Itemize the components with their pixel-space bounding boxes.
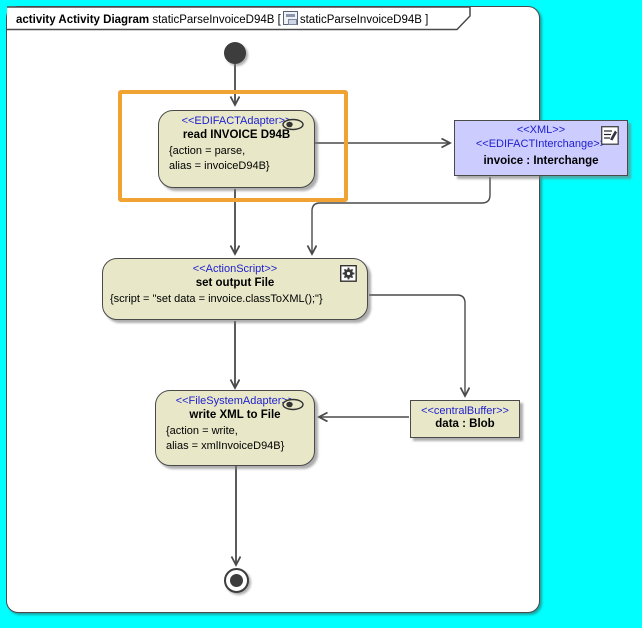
flow-invoice-to-script[interactable]	[312, 177, 491, 254]
frame-title-ref: staticParseInvoiceD94B	[299, 14, 422, 26]
adapter-oval-icon	[282, 398, 304, 411]
action-property: {script = "set data = invoice.classToXML…	[110, 293, 323, 305]
action-name: write XML to File	[189, 409, 281, 421]
frame-title-keyword: activity Activity Diagram	[16, 14, 150, 26]
frame-title-name: staticParseInvoiceD94B	[152, 14, 275, 26]
activity-final-node[interactable]	[224, 568, 249, 593]
object-name: invoice : Interchange	[483, 154, 599, 167]
activity-diagram-icon	[282, 11, 298, 25]
object-node-invoice[interactable]: <<XML>> <<EDIFACTInterchange>> invoice :…	[454, 120, 628, 176]
frame-title-bracket-open: [	[277, 14, 281, 26]
action-property: {action = write,	[166, 425, 238, 437]
adapter-oval-icon	[282, 118, 304, 131]
action-property: alias = invoiceD94B}	[169, 159, 270, 172]
stereotype-label: <<FileSystemAdapter>>	[175, 395, 295, 407]
stereotype-label: <<EDIFACTInterchange>>	[475, 137, 607, 150]
action-read-invoice[interactable]: <<EDIFACTAdapter>> read INVOICE D94B {ac…	[158, 110, 315, 188]
stereotype-label: <<centralBuffer>>	[421, 405, 509, 417]
buffer-name: data : Blob	[435, 418, 495, 430]
action-name: set output File	[195, 277, 275, 289]
gear-icon	[340, 265, 357, 282]
action-property: alias = xmlInvoiceD94B}	[166, 439, 285, 452]
selection-highlight-box	[118, 90, 348, 202]
action-write-xml-to-file[interactable]: <<FileSystemAdapter>> write XML to File …	[155, 390, 315, 466]
central-buffer-data-blob[interactable]: <<centralBuffer>> data : Blob	[410, 400, 520, 438]
action-property: {action = parse,	[169, 145, 246, 157]
action-set-output-file[interactable]: <<ActionScript>> set output File {script…	[102, 258, 368, 320]
initial-node[interactable]	[224, 42, 246, 64]
stereotype-label: <<EDIFACTAdapter>>	[181, 115, 292, 127]
frame-title-bracket-close: ]	[425, 14, 429, 26]
stereotype-label: <<ActionScript>>	[192, 263, 278, 275]
frame-title: activity Activity Diagram staticParseInv…	[16, 11, 466, 26]
flow-script-to-buffer[interactable]	[369, 294, 465, 396]
stereotype-label: <<XML>>	[516, 124, 566, 136]
action-name: read INVOICE D94B	[182, 129, 291, 141]
document-pen-icon	[601, 126, 619, 145]
